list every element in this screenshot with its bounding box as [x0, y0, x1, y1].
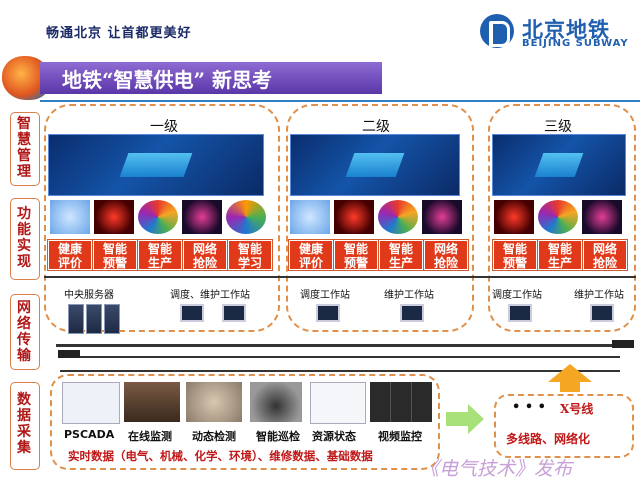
smart-warning-icon	[494, 200, 534, 234]
level-2-group	[286, 104, 474, 332]
function-network-repair: 网络 抢险	[423, 239, 469, 271]
function-smart-production: 智能 生产	[137, 239, 183, 271]
network-repair-icon	[582, 200, 622, 234]
network-switch-icon	[58, 350, 80, 358]
network-bus-lower	[60, 356, 620, 358]
side-label-management: 智 慧 管 理	[17, 116, 31, 180]
level-1-dashboard-image	[48, 134, 264, 196]
function-health-evaluation: 健康 评价	[288, 239, 334, 271]
workstation-icon	[222, 304, 246, 322]
side-label-data: 数 据 采 集	[17, 392, 31, 456]
online-monitoring-image	[124, 382, 180, 422]
function-smart-learning: 智能 学习	[227, 239, 273, 271]
function-network-repair: 网络 抢险	[182, 239, 228, 271]
watermark: 《电气技术》发布	[420, 458, 573, 480]
network-repair-icon	[182, 200, 222, 234]
level-2-dashboard-image	[290, 134, 460, 196]
beijing-subway-logo-icon	[480, 14, 514, 48]
level-1-group	[44, 104, 280, 332]
data-item-label: 视频监控	[378, 430, 422, 443]
data-summary: 实时数据（电气、机械、化学、环境）、维修数据、基础数据	[68, 449, 373, 463]
data-item-label: 在线监测	[128, 430, 172, 443]
function-network-repair: 网络 抢险	[582, 239, 628, 271]
line-x-label: X号线	[560, 402, 594, 416]
more-lines-dots: • • •	[512, 400, 546, 415]
video-surveillance-image	[370, 382, 432, 422]
multi-line-network-caption: 多线路、网络化	[506, 432, 591, 446]
side-box-management	[10, 112, 40, 186]
network-bus-top	[44, 276, 636, 278]
network-bus-main	[56, 344, 626, 347]
data-item-label: 资源状态	[312, 430, 356, 443]
health-evaluation-icon	[50, 200, 90, 234]
workstation-icon	[400, 304, 424, 322]
data-item-label: PSCADA	[64, 428, 115, 441]
network-bus-bottom	[60, 370, 620, 372]
right-arrow-head-icon	[468, 404, 484, 434]
level-1-title: 一级	[150, 119, 178, 135]
smart-learning-icon	[226, 200, 266, 234]
slogan: 畅通北京 让首都更美好	[46, 26, 192, 41]
workstation-icon	[508, 304, 532, 322]
network-switch-icon	[612, 340, 634, 348]
smart-production-icon	[138, 200, 178, 234]
function-smart-production: 智能 生产	[537, 239, 583, 271]
network-repair-icon	[422, 200, 462, 234]
data-collection-group	[50, 374, 440, 470]
station-label: 调度工作站	[300, 290, 350, 301]
server-icon	[104, 304, 120, 334]
station-label: 调度工作站	[492, 290, 542, 301]
station-label: 中央服务器	[64, 290, 114, 301]
function-smart-warning: 智能 预警	[333, 239, 379, 271]
pscada-image	[62, 382, 120, 424]
page-title: 地铁“智慧供电” 新思考	[62, 68, 272, 92]
workstation-icon	[180, 304, 204, 322]
station-label: 维护工作站	[574, 290, 624, 301]
function-smart-production: 智能 生产	[378, 239, 424, 271]
smart-warning-icon	[334, 200, 374, 234]
smart-production-icon	[378, 200, 418, 234]
side-box-functions	[10, 198, 40, 280]
server-icon	[86, 304, 102, 334]
logo-chinese-name: 北京地铁	[522, 18, 610, 42]
data-item-label: 智能巡检	[256, 430, 300, 443]
resource-status-image	[310, 382, 366, 424]
server-icon	[68, 304, 84, 334]
workstation-icon	[316, 304, 340, 322]
title-divider	[40, 100, 640, 102]
level-3-group	[488, 104, 636, 332]
right-arrow-icon	[446, 412, 468, 426]
station-label: 调度、维护工作站	[170, 290, 250, 301]
up-arrow-head-icon	[548, 364, 592, 382]
level-3-title: 三级	[544, 119, 572, 135]
level-3-dashboard-image	[492, 134, 626, 196]
side-box-network	[10, 294, 40, 370]
dynamic-inspection-image	[186, 382, 242, 422]
smart-patrol-robot-image	[250, 382, 302, 422]
smart-warning-icon	[94, 200, 134, 234]
workstation-icon	[590, 304, 614, 322]
side-box-data	[10, 382, 40, 470]
smart-production-icon	[538, 200, 578, 234]
logo-english-name: BEIJING SUBWAY	[522, 38, 629, 49]
function-smart-warning: 智能 预警	[92, 239, 138, 271]
function-smart-warning: 智能 预警	[492, 239, 538, 271]
expansion-group	[494, 394, 634, 458]
side-label-network: 网 络 传 输	[17, 300, 31, 364]
level-2-title: 二级	[362, 119, 390, 135]
side-label-functions: 功 能 实 现	[17, 206, 31, 270]
up-arrow-icon	[560, 382, 580, 392]
health-evaluation-icon	[290, 200, 330, 234]
title-bar	[40, 62, 382, 94]
station-label: 维护工作站	[384, 290, 434, 301]
function-health-evaluation: 健康 评价	[47, 239, 93, 271]
data-item-label: 动态检测	[192, 430, 236, 443]
